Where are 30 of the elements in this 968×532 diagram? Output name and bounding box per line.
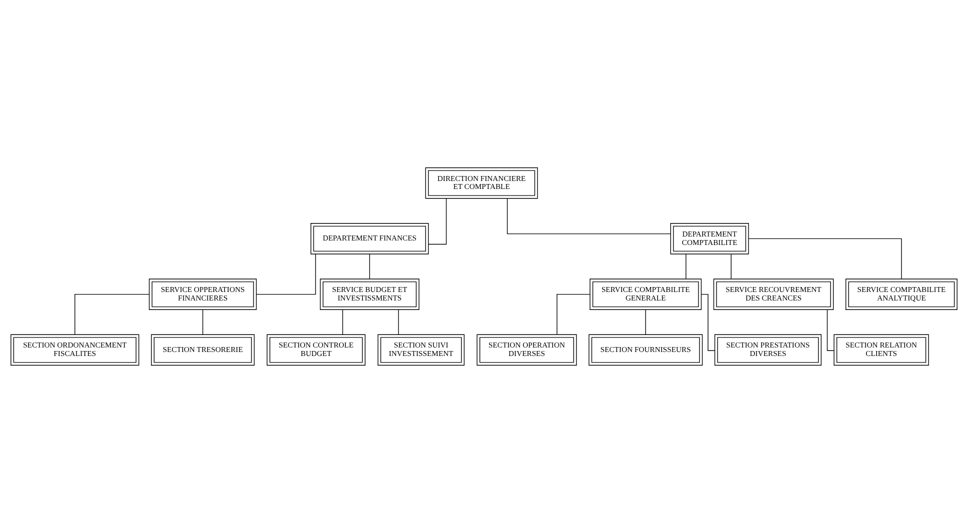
connector bbox=[730, 253, 732, 279]
connector bbox=[428, 198, 447, 244]
connector bbox=[826, 308, 834, 350]
connector bbox=[202, 308, 204, 334]
connector bbox=[342, 308, 344, 334]
node-box: SECTION PRESTATIONS DIVERSES bbox=[714, 334, 822, 366]
node-box: SERVICE RECOUVREMENT DES CREANCES bbox=[713, 278, 834, 310]
connector bbox=[506, 198, 671, 234]
node-box: DEPARTEMENT COMPTABILITE bbox=[670, 222, 749, 254]
node-box: SECTION CONTROLE BUDGET bbox=[266, 334, 366, 366]
connector bbox=[369, 253, 370, 279]
node-box: SECTION RELATION CLIENTS bbox=[834, 334, 929, 366]
connector bbox=[256, 253, 316, 294]
node-box: SERVICE COMPTABILITE GENERALE bbox=[590, 278, 702, 310]
node-box: SERVICE COMPTABILITE ANALYTIQUE bbox=[846, 278, 958, 310]
node-box: SERVICE BUDGET ET INVESTISSMENTS bbox=[320, 278, 420, 310]
node-box: SECTION SUIVI INVESTISSEMENT bbox=[378, 334, 465, 366]
node-box: DEPARTEMENT FINANCES bbox=[310, 222, 429, 254]
node-box: SECTION TRESORERIE bbox=[151, 334, 255, 366]
connector bbox=[398, 308, 399, 334]
connector bbox=[701, 293, 716, 350]
connector bbox=[556, 293, 590, 334]
connector bbox=[74, 293, 150, 334]
node-box: SECTION ORDONANCEMENT FISCALITES bbox=[10, 334, 140, 366]
node-box: SECTION FOURNISSEURS bbox=[588, 334, 703, 366]
connector bbox=[645, 308, 646, 334]
node-box: SECTION OPERATION DIVERSES bbox=[476, 334, 577, 366]
node-box: DIRECTION FINANCIERE ET COMPTABLE bbox=[425, 166, 538, 198]
connector bbox=[748, 238, 902, 279]
node-box: SERVICE OPPERATIONS FINANCIERES bbox=[148, 278, 257, 310]
